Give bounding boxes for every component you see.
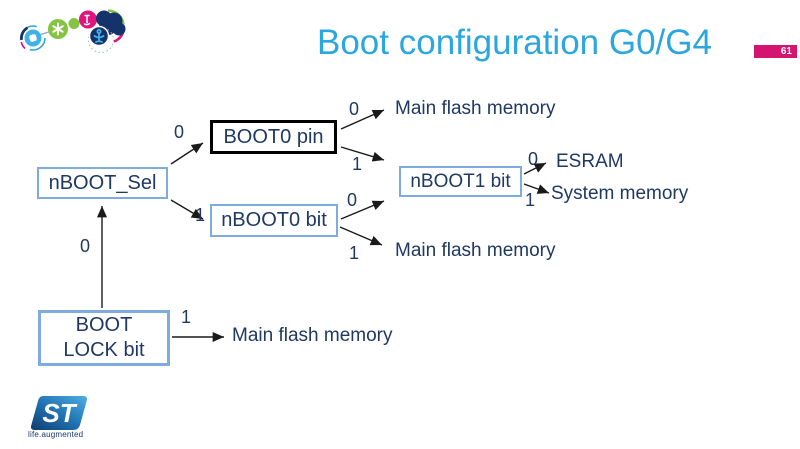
st-logo-icon: ST [30, 396, 88, 430]
page-number-badge: 61 [754, 45, 797, 58]
logo-tagline: life.augmented [28, 430, 84, 439]
outcome-main-flash-lock: Main flash memory [232, 325, 393, 346]
node-nboot0-bit: nBOOT0 bit [210, 204, 338, 237]
page-title: Boot configuration G0/G4 [317, 23, 712, 62]
arrow-bit-to-flash [339, 226, 383, 246]
node-nboot1-bit: nBOOT1 bit [399, 166, 522, 197]
edge-label-lock-to-flash: 1 [181, 307, 192, 327]
outcome-main-flash-mid: Main flash memory [395, 240, 556, 261]
node-nboot-sel-label: nBOOT_Sel [48, 171, 157, 194]
arrow-pin-to-nboot1 [340, 146, 385, 162]
node-boot-lock-bit: BOOT LOCK bit [38, 310, 170, 366]
st-logo-monogram: ST [42, 398, 77, 428]
edge-label-lock-to-sel: 0 [80, 236, 91, 256]
node-boot0-pin-label: BOOT0 pin [223, 125, 324, 148]
node-boot-lock-bit-label: BOOT LOCK bit [63, 313, 144, 363]
arrow-sel-to-pin [170, 142, 204, 165]
edge-label-bit-to-nboot1: 0 [347, 190, 358, 210]
edge-label-nboot1-to-sysmem: 1 [525, 190, 536, 210]
edge-label-sel-to-pin: 0 [174, 122, 185, 142]
boot-lock-line1: BOOT [75, 314, 133, 336]
st-circles-cluster-logo-icon [19, 9, 126, 53]
node-nboot1-bit-label: nBOOT1 bit [410, 170, 511, 192]
outcome-system-memory: System memory [551, 183, 689, 204]
edge-label-sel-to-bit: 1 [195, 205, 206, 225]
boot-lock-line2: LOCK bit [63, 339, 145, 361]
edge-label-bit-to-flash: 1 [349, 243, 360, 263]
node-nboot0-bit-label: nBOOT0 bit [221, 209, 327, 231]
outcome-esram: ESRAM [556, 151, 624, 172]
edge-label-pin-to-nboot1: 1 [352, 154, 363, 174]
arrow-pin-to-flash [340, 109, 385, 130]
node-boot0-pin: BOOT0 pin [210, 120, 337, 154]
node-nboot-sel: nBOOT_Sel [37, 167, 168, 199]
edge-label-pin-to-flash: 0 [349, 99, 360, 119]
outcome-main-flash-top: Main flash memory [395, 98, 556, 119]
edge-label-nboot1-to-esram: 0 [528, 149, 539, 169]
page-number: 61 [780, 46, 792, 57]
